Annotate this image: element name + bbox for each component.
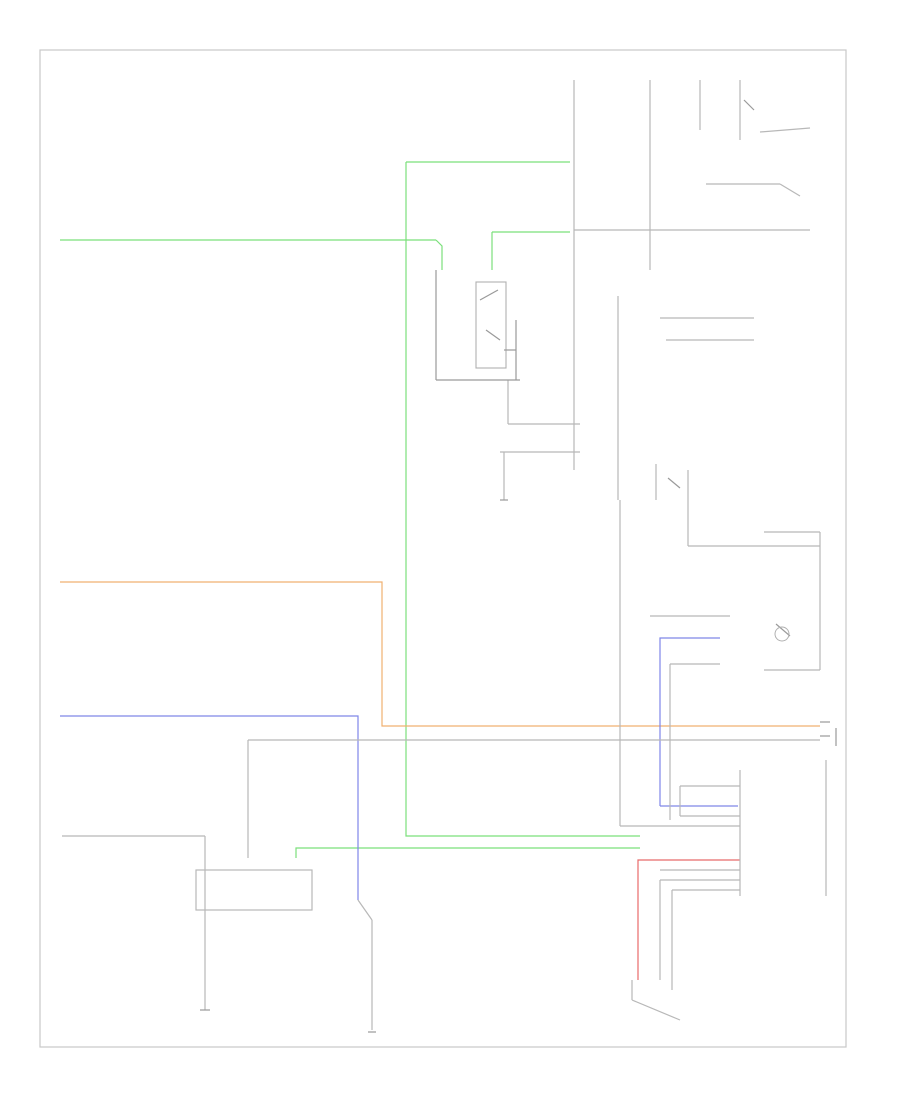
red-wire [637,859,740,980]
relay-block [435,270,520,381]
green-wire-top [60,161,640,858]
switch-symbol [667,99,791,642]
blue-wire [60,637,738,900]
orange-wire [60,581,820,727]
ground-symbol [200,499,508,1033]
connector-stub [820,721,837,746]
diagram-frame [39,49,847,1048]
gray-wiring [62,80,827,1030]
